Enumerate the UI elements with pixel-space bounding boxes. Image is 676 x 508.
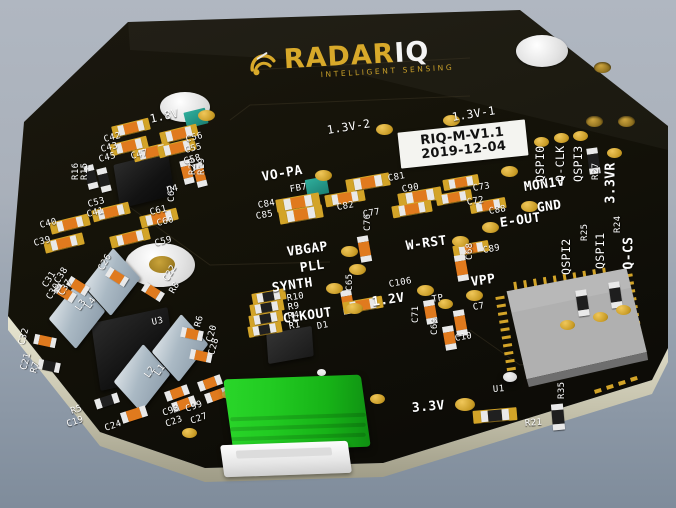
testpad-3-3v[interactable] [455, 398, 475, 411]
testpad-e-out[interactable] [482, 222, 499, 233]
testpad-1-2v[interactable] [417, 285, 434, 296]
testpad-tp[interactable] [438, 299, 453, 309]
connector-white-base [220, 440, 352, 478]
testpad-misc-1[interactable] [370, 394, 385, 404]
testpad-pll[interactable] [349, 264, 366, 275]
testpad-3-3vr[interactable] [607, 148, 622, 158]
radariq-mark-icon [250, 52, 276, 76]
testpad-1-8v[interactable] [198, 110, 215, 121]
radariq-logo: RADARIQ INTELLIGENT SENSING [250, 35, 454, 83]
green-connector[interactable] [220, 374, 378, 487]
testpad-clkout[interactable] [346, 303, 363, 314]
mounting-hole-top-right [516, 35, 568, 67]
testpad-vpp[interactable] [466, 290, 483, 301]
testpad-1-3v-2[interactable] [376, 124, 393, 135]
testpad-qclk[interactable] [554, 133, 569, 143]
testpad-w-rst[interactable] [452, 236, 469, 247]
mounting-hole-barrel [149, 256, 175, 273]
edge-connector-pads [594, 375, 638, 394]
testpad-qspi3[interactable] [573, 131, 588, 141]
testpad-synth[interactable] [326, 283, 343, 294]
testpad-qcs[interactable] [616, 305, 631, 315]
testpad-gnd[interactable] [521, 201, 538, 212]
drill-hole-tr-1 [594, 62, 611, 73]
testpad-vo-pa[interactable] [315, 170, 332, 181]
drill-hole-tr-3 [618, 116, 635, 127]
testpoint-marker-white [317, 369, 326, 376]
testpad-qspi0[interactable] [534, 137, 549, 147]
resistor-r35 [550, 403, 566, 431]
testpad-misc-2[interactable] [182, 428, 197, 438]
mounting-hole-center-left [125, 243, 195, 287]
drill-hole-tr-2 [586, 116, 603, 127]
testpad-mon1v[interactable] [501, 166, 518, 177]
testpad-1-3v-1[interactable] [443, 115, 460, 126]
testpad-qspi1[interactable] [593, 312, 608, 322]
flash-ic-u1 [503, 372, 517, 382]
testpad-qspi2[interactable] [560, 320, 575, 330]
testpad-vbgap[interactable] [341, 246, 358, 257]
